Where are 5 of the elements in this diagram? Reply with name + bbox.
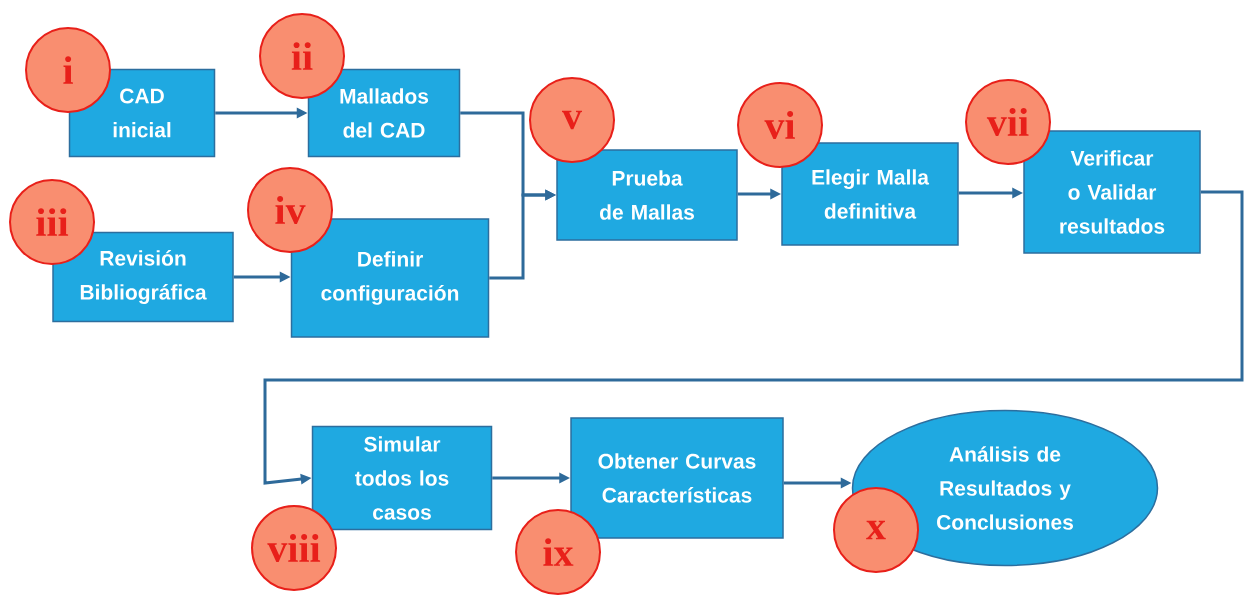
arrow <box>263 190 1244 485</box>
process-box: Obtener Curvas Características <box>570 417 784 539</box>
process-box: Prueba de Mallas <box>556 149 738 241</box>
process-box: Elegir Malla definitiva <box>781 142 959 246</box>
process-box: Simular todos los casos <box>311 425 493 531</box>
